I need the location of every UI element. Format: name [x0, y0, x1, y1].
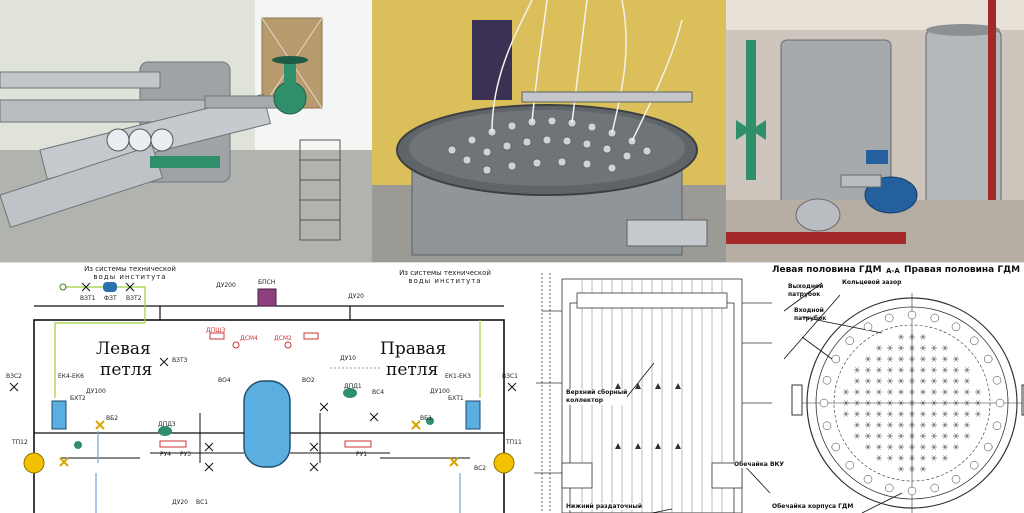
photo-tanks-pumps [726, 0, 1024, 262]
bxt2-label: БХТ2 [70, 395, 86, 402]
right-loop-label: Правая петля [380, 339, 446, 381]
left-loop-line2: петля [100, 360, 153, 380]
photo-pipework-illustration [0, 0, 372, 262]
vb1-label: ВБ1 [420, 415, 433, 422]
bxt1-label: БХТ1 [448, 395, 464, 402]
hdm-tube-grid [843, 334, 981, 472]
tp11-label: ТП11 [506, 439, 522, 446]
valve-vzt3: ВЗТ3 [172, 357, 188, 364]
inlet-label: Входной патрубок [794, 307, 826, 323]
left-half-label: Левая половина ГДМ [772, 265, 882, 275]
du100-right-label: ДУ100 [430, 388, 450, 395]
dsm3-label: ДПШ3 [206, 327, 226, 334]
left-loop-line1: Левая [96, 339, 151, 359]
loop-schematic-drawing [9, 282, 517, 513]
right-loop-line1: Правая [380, 339, 447, 359]
outlet-line1: Выходной [788, 283, 824, 290]
ru1-label: РУ1 [356, 451, 368, 458]
loop-schematic: Из системы технической воды института Из… [0, 262, 522, 513]
dsm4-label: ДСМ4 [240, 335, 258, 342]
dpd3-label: ДПД3 [158, 421, 176, 428]
source-left-line1: Из системы технической [84, 265, 176, 273]
photo-vessel-cover-illustration [372, 0, 726, 262]
du100-left-label: ДУ100 [86, 388, 106, 395]
vo2-label: ВО2 [302, 377, 315, 384]
du20-bottom-label: ДУ20 [172, 499, 188, 506]
shell-hdm-label: Обечайка корпуса ГДМ [772, 503, 854, 510]
du20-top-label: ДУ20 [348, 293, 364, 300]
ru4-label: РУ4 [160, 451, 172, 458]
du200-label: ДУ200 [216, 282, 236, 289]
upper-collector-line1: Верхний сборный [566, 389, 628, 396]
vb2-label: ВБ2 [106, 415, 119, 422]
dpd1-label: ДПД1 [344, 383, 362, 390]
photo-vessel-cover [372, 0, 726, 262]
valve-vzt2: ВЗТ2 [126, 295, 142, 302]
du10-label: ДУ10 [340, 355, 356, 362]
valve-vzs1: ВЗС1 [502, 373, 518, 380]
outlet-label: Выходной патрубок [788, 283, 823, 299]
outlet-line2: патрубок [788, 291, 821, 298]
ek-left-label: ЕК4-ЕК6 [58, 373, 84, 380]
vc1-label: ВС1 [196, 499, 209, 506]
inlet-line2: патрубок [794, 315, 827, 322]
bpsn-label: БПСН [258, 279, 276, 286]
right-half-label: Правая половина ГДМ [904, 265, 1021, 275]
right-loop-line2: петля [386, 360, 439, 380]
vo4-label: ВО4 [218, 377, 231, 384]
left-loop-label: Левая петля [96, 339, 152, 381]
valve-vzs2: ВЗС2 [6, 373, 22, 380]
source-left-line2: воды института [93, 273, 167, 281]
photo-tanks-pumps-illustration [726, 0, 1024, 262]
photo-pipework [0, 0, 372, 262]
ek-right-label: ЕК1-ЕК3 [445, 373, 471, 380]
tp12-label: ТП12 [12, 439, 28, 446]
source-right-line2: воды института [408, 277, 482, 285]
inlet-line1: Входной [794, 307, 824, 314]
vc2-label: ВС2 [474, 465, 487, 472]
upper-collector-label: Верхний сборный коллектор [566, 389, 628, 405]
sensor-cables [491, 0, 683, 142]
source-left-label: Из системы технической воды института [70, 265, 190, 281]
upper-collector-line2: коллектор [566, 397, 604, 404]
hdm-schematic: Левая половина ГДМ А-А Правая половина Г… [522, 262, 1024, 513]
valve-fzt: ФЗТ [104, 295, 117, 302]
lower-collector-label: Нижний раздаточный [566, 503, 643, 510]
ru3-label: РУ3 [180, 451, 192, 458]
ring-gap-label: Кольцевой зазор [842, 279, 902, 286]
source-right-line1: Из системы технической [399, 269, 491, 277]
hdm-bolt-holes [819, 310, 1005, 496]
hdm-schematic-drawing [534, 273, 1024, 513]
shell-vku-label: Обечайка ВКУ [734, 461, 785, 468]
valve-vzt1: ВЗТ1 [80, 295, 96, 302]
section-mark: А-А [886, 267, 900, 275]
source-right-label: Из системы технической воды института [385, 269, 505, 285]
dsm2-label: ДСМ2 [274, 335, 292, 342]
vc4-label: ВС4 [372, 389, 385, 396]
